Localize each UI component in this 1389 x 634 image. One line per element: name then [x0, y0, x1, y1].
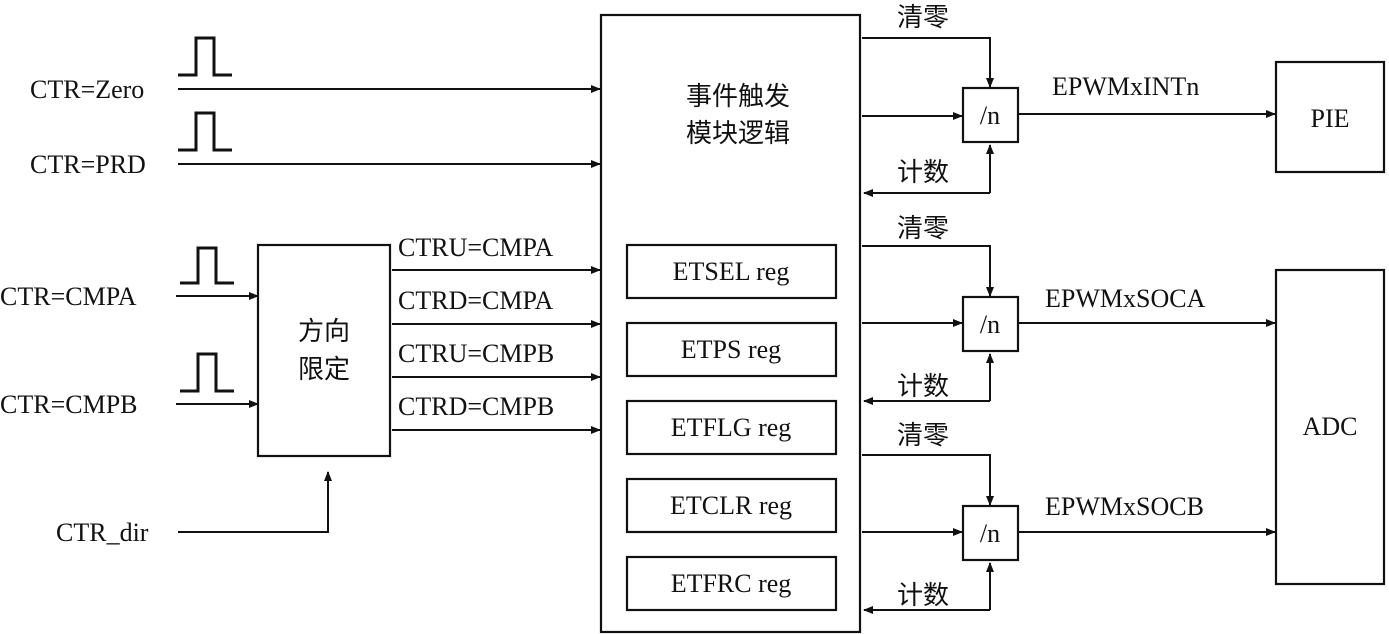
divider-box: [961, 86, 1020, 144]
input-ctr-dir: CTR_dir: [56, 471, 332, 547]
output-ctrd-cmpb: CTRD=CMPB: [398, 392, 554, 421]
count-label: 计数: [897, 158, 949, 188]
direction-block-line2: 限定: [298, 355, 350, 385]
direction-outputs: CTRU=CMPA CTRD=CMPA CTRU=CMPB CTRD=CMPB: [392, 233, 601, 434]
input-ctr-zero: CTR=Zero: [30, 36, 601, 104]
input-ctr-cmpb: CTR=CMPB: [0, 352, 259, 419]
prescaler-int: 清零 /n 计数 EPWMxINTn: [862, 3, 1276, 197]
svg-text:ETCLR reg: ETCLR reg: [670, 491, 792, 520]
input-cmpb-label: CTR=CMPB: [0, 390, 138, 419]
dir-arrow: [178, 471, 332, 533]
output-ctrd-cmpa: CTRD=CMPA: [398, 286, 554, 315]
register-etps: [625, 321, 838, 378]
count-label: 计数: [897, 372, 949, 402]
input-prd-label: CTR=PRD: [30, 150, 146, 179]
svg-text:ETPS reg: ETPS reg: [681, 335, 781, 364]
event-block-title1: 事件触发: [686, 82, 790, 112]
count-label: 计数: [897, 581, 949, 611]
adc-block: ADC: [1274, 268, 1386, 586]
input-dir-label: CTR_dir: [56, 518, 149, 547]
pulse-icon: [180, 352, 234, 393]
adc-label: ADC: [1303, 412, 1358, 441]
input-ctr-cmpa: CTR=CMPA: [0, 246, 259, 311]
signal-label: EPWMxSOCA: [1045, 284, 1206, 313]
pulse-icon: [180, 246, 234, 285]
svg-text:ETSEL reg: ETSEL reg: [673, 257, 790, 286]
svg-text:ETFRC reg: ETFRC reg: [671, 569, 792, 598]
register-etsel: [625, 243, 838, 300]
direction-block-line1: 方向: [298, 317, 350, 347]
prescaler-soca: 清零 /n 计数 EPWMxSOCA: [862, 214, 1276, 405]
register-etclr: [625, 477, 838, 534]
pulse-icon: [178, 36, 232, 77]
event-block-title2: 模块逻辑: [686, 119, 790, 149]
register-etflg: [625, 399, 838, 456]
register-etfrc: [625, 555, 838, 612]
svg-text:/n: /n: [980, 519, 1000, 548]
svg-text:/n: /n: [980, 101, 1000, 130]
input-cmpa-label: CTR=CMPA: [0, 282, 137, 311]
divider-box: [961, 504, 1020, 562]
prescaler-socb: 清零 /n 计数 EPWMxSOCB: [862, 421, 1276, 614]
input-zero-label: CTR=Zero: [30, 75, 144, 104]
output-ctru-cmpb: CTRU=CMPB: [398, 339, 554, 368]
clear-label: 清零: [897, 421, 949, 451]
direction-block: 方向 限定: [256, 243, 392, 458]
pie-label: PIE: [1311, 104, 1350, 133]
clear-label: 清零: [897, 214, 949, 244]
signal-label: EPWMxSOCB: [1045, 492, 1204, 521]
svg-text:ETFLG reg: ETFLG reg: [671, 413, 792, 442]
input-ctr-prd: CTR=PRD: [30, 111, 601, 179]
output-ctru-cmpa: CTRU=CMPA: [398, 233, 554, 262]
pulse-icon: [178, 111, 232, 152]
pie-block: PIE: [1274, 60, 1386, 174]
clear-label: 清零: [897, 3, 949, 33]
event-trigger-block: 事件触发 模块逻辑 ETSEL reg ETPS reg ETFLG reg E…: [599, 13, 862, 634]
divider-box: [961, 295, 1020, 353]
signal-label: EPWMxINTn: [1052, 72, 1199, 101]
svg-text:/n: /n: [980, 310, 1000, 339]
